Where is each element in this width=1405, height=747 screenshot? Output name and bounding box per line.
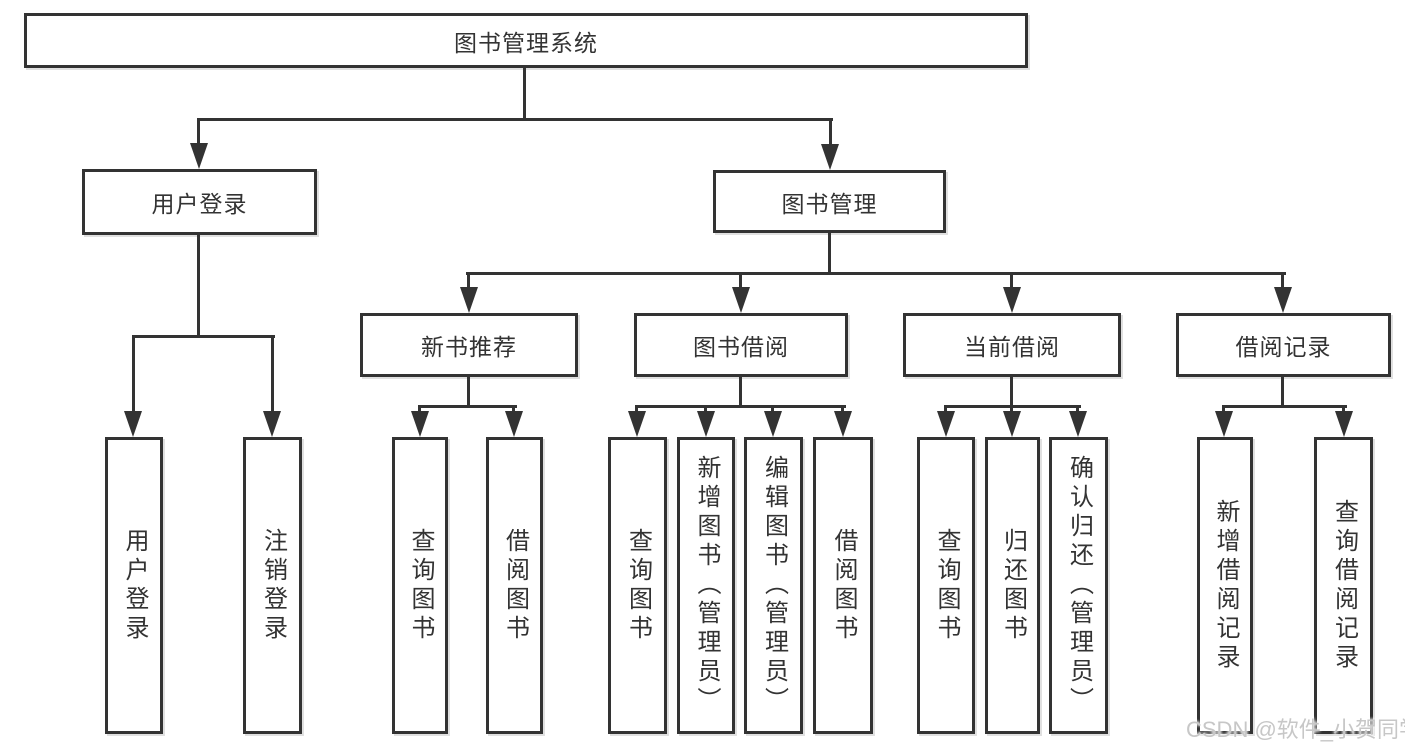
leaf-borrow-books-borrow: 借阅图书 [813, 437, 873, 734]
csdn-watermark: CSDN @软件_小贺同学 [1186, 717, 1405, 742]
node-label: 归还图书 [999, 527, 1027, 644]
node-label: 确认归还（管理员） [1065, 455, 1093, 716]
node-label: 借阅图书 [501, 527, 529, 644]
arrow-down-icon [190, 143, 208, 169]
connector-segment [1010, 377, 1013, 408]
connector-segment [1281, 377, 1284, 408]
arrow-down-icon [1274, 287, 1292, 313]
connector-segment [523, 67, 526, 120]
connector-segment [1222, 405, 1347, 408]
leaf-confirm-return-admin: 确认归还（管理员） [1049, 437, 1108, 734]
node-new-book-recommend: 新书推荐 [360, 313, 578, 377]
connector-segment [467, 377, 470, 408]
connector-segment [466, 272, 1286, 275]
connector-segment [1010, 272, 1013, 290]
arrow-down-icon [124, 411, 142, 437]
connector-segment [197, 235, 200, 338]
arrow-down-icon [937, 411, 955, 437]
leaf-query-books-recommend: 查询图书 [392, 437, 448, 734]
node-user-login: 用户登录 [82, 169, 317, 235]
node-label: 新增借阅记录 [1212, 498, 1239, 673]
leaf-borrow-books-recommend: 借阅图书 [486, 437, 543, 734]
leaf-query-books-current: 查询图书 [917, 437, 975, 734]
connector-segment [132, 335, 135, 415]
arrow-down-icon [460, 287, 478, 313]
arrow-down-icon [697, 411, 715, 437]
connector-segment [271, 335, 274, 415]
node-label: 借阅记录 [1235, 334, 1332, 360]
node-book-management: 图书管理 [713, 170, 946, 233]
arrow-down-icon [1003, 287, 1021, 313]
connector-segment [418, 405, 517, 408]
leaf-add-borrow-record: 新增借阅记录 [1197, 437, 1253, 734]
connector-segment [829, 118, 832, 146]
arrow-down-icon [1003, 411, 1021, 437]
node-label: 编辑图书（管理员） [760, 455, 788, 716]
node-label: 查询图书 [933, 527, 960, 644]
node-label: 用户登录 [151, 191, 248, 217]
arrow-down-icon [1069, 411, 1087, 437]
node-label: 当前借阅 [964, 334, 1060, 360]
node-book-borrow: 图书借阅 [634, 313, 848, 377]
node-label: 新书推荐 [421, 334, 517, 360]
arrow-down-icon [411, 411, 429, 437]
node-label: 查询图书 [624, 527, 652, 644]
node-borrow-records: 借阅记录 [1176, 313, 1391, 377]
arrow-down-icon [732, 287, 750, 313]
leaf-query-borrow-record: 查询借阅记录 [1314, 437, 1373, 734]
node-label: 用户登录 [121, 527, 148, 644]
arrow-down-icon [834, 411, 852, 437]
connector-segment [739, 272, 742, 290]
arrow-down-icon [821, 144, 839, 170]
node-current-borrow: 当前借阅 [903, 313, 1121, 377]
connector-segment [467, 272, 470, 290]
arrow-down-icon [1335, 411, 1353, 437]
arrow-down-icon [628, 411, 646, 437]
connector-segment [197, 118, 200, 146]
node-label: 查询图书 [407, 527, 434, 644]
leaf-user-login: 用户登录 [105, 437, 163, 734]
node-label: 注销登录 [259, 527, 287, 644]
arrow-down-icon [505, 411, 523, 437]
connector-segment [635, 405, 846, 408]
leaf-logout: 注销登录 [243, 437, 302, 734]
arrow-down-icon [1215, 411, 1233, 437]
node-label: 查询借阅记录 [1330, 498, 1358, 673]
connector-segment [132, 335, 275, 338]
node-library-management-system: 图书管理系统 [24, 13, 1028, 68]
leaf-return-books: 归还图书 [985, 437, 1040, 734]
leaf-add-books-admin: 新增图书（管理员） [677, 437, 735, 734]
connector-segment [1281, 272, 1284, 290]
leaf-query-books-borrow: 查询图书 [608, 437, 667, 734]
leaf-edit-books-admin: 编辑图书（管理员） [744, 437, 803, 734]
connector-segment [197, 118, 833, 121]
connector-segment [739, 377, 742, 408]
connector-segment [828, 233, 831, 275]
node-label: 图书管理 [781, 190, 878, 217]
arrow-down-icon [764, 411, 782, 437]
node-label: 图书管理系统 [454, 29, 598, 56]
node-label: 新增图书（管理员） [693, 455, 720, 716]
arrow-down-icon [263, 411, 281, 437]
node-label: 图书借阅 [693, 334, 789, 360]
node-label: 借阅图书 [830, 527, 857, 644]
